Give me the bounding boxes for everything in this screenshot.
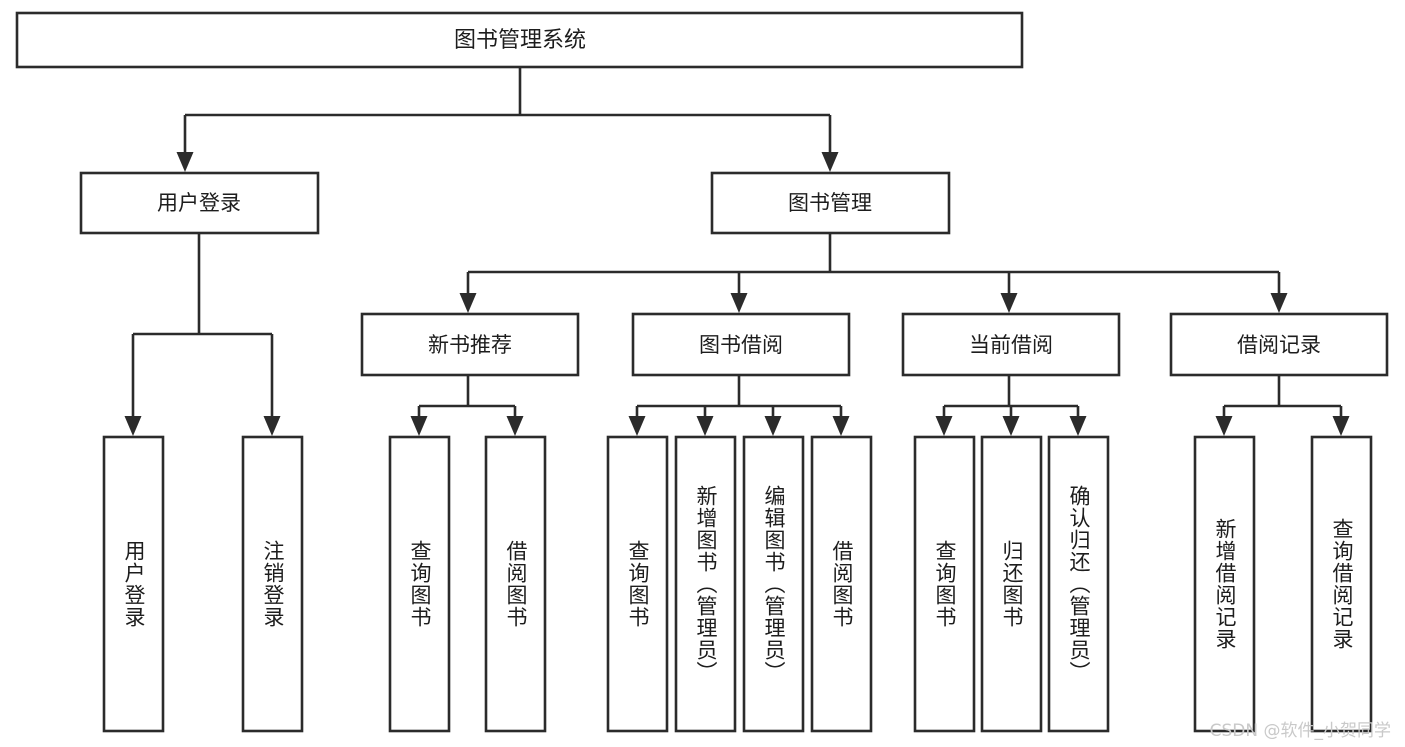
csdn-watermark: CSDN @软件_小贺同学 bbox=[1209, 721, 1391, 741]
node-leaf-nb-query-label: 查询图书 bbox=[408, 540, 432, 628]
node-borrow-label: 图书借阅 bbox=[699, 333, 783, 357]
connector-group-record bbox=[1215, 375, 1350, 436]
node-leaf-bb-borrow[interactable]: 借阅图书 bbox=[810, 435, 873, 733]
node-record-label: 借阅记录 bbox=[1237, 333, 1321, 357]
connector-group-borrow bbox=[628, 375, 850, 436]
arrow-to-bb-add bbox=[696, 416, 714, 436]
node-leaf-rc-query[interactable]: 查询借阅记录 bbox=[1310, 435, 1373, 733]
node-leaf-cb-return-box[interactable] bbox=[980, 435, 1043, 733]
node-book-manage[interactable]: 图书管理 bbox=[710, 171, 951, 235]
arrow-to-l2-logout bbox=[263, 416, 281, 436]
node-leaf-user-login[interactable]: 用户登录 bbox=[102, 435, 165, 733]
node-leaf-rc-query-box[interactable] bbox=[1310, 435, 1373, 733]
arrow-to-current bbox=[1000, 293, 1018, 313]
node-leaf-cb-confirm[interactable]: 确认归还（管理员） bbox=[1047, 435, 1110, 733]
node-root-box[interactable] bbox=[15, 11, 1024, 69]
node-record-box[interactable] bbox=[1169, 312, 1389, 377]
node-leaf-bb-edit-box[interactable] bbox=[742, 435, 805, 733]
connector-group-book-manage bbox=[459, 233, 1288, 313]
arrow-to-nb-borrow bbox=[506, 416, 524, 436]
node-leaf-cb-return[interactable]: 归还图书 bbox=[980, 435, 1043, 733]
node-book-manage-box[interactable] bbox=[710, 171, 951, 235]
arrow-to-rc-query bbox=[1332, 416, 1350, 436]
node-leaf-bb-edit[interactable]: 编辑图书（管理员） bbox=[742, 435, 805, 733]
node-leaf-nb-query[interactable]: 查询图书 bbox=[388, 435, 451, 733]
node-leaf-bb-add-box[interactable] bbox=[674, 435, 737, 733]
connector-group-user-login bbox=[124, 233, 281, 436]
node-leaf-nb-borrow-label: 借阅图书 bbox=[504, 540, 528, 628]
node-leaf-cb-query[interactable]: 查询图书 bbox=[913, 435, 976, 733]
node-leaf-bb-query[interactable]: 查询图书 bbox=[606, 435, 669, 733]
node-new-book-label: 新书推荐 bbox=[428, 333, 512, 357]
connector-group-new-book bbox=[410, 375, 524, 436]
node-root-label: 图书管理系统 bbox=[454, 28, 586, 53]
node-leaf-user-login-label: 用户登录 bbox=[122, 540, 146, 628]
node-current-label: 当前借阅 bbox=[969, 333, 1053, 357]
node-leaf-bb-borrow-box[interactable] bbox=[810, 435, 873, 733]
node-root[interactable]: 图书管理系统 bbox=[15, 11, 1024, 69]
node-leaf-bb-add[interactable]: 新增图书（管理员） bbox=[674, 435, 737, 733]
node-leaf-cb-query-label: 查询图书 bbox=[933, 540, 957, 628]
node-borrow-box[interactable] bbox=[631, 312, 851, 377]
arrow-to-cb-return bbox=[1002, 416, 1020, 436]
connector-group-root bbox=[176, 67, 839, 172]
node-leaf-logout-label: 注销登录 bbox=[261, 540, 285, 628]
arrow-to-cb-confirm bbox=[1069, 416, 1087, 436]
arrow-to-rc-add bbox=[1215, 416, 1233, 436]
node-current[interactable]: 当前借阅 bbox=[901, 312, 1121, 377]
node-leaf-nb-borrow-box[interactable] bbox=[484, 435, 547, 733]
node-leaf-bb-add-label: 新增图书（管理员） bbox=[694, 485, 718, 683]
arrow-to-l2-user-login bbox=[124, 416, 142, 436]
node-leaf-cb-return-label: 归还图书 bbox=[1000, 540, 1024, 628]
node-leaf-cb-confirm-label: 确认归还（管理员） bbox=[1067, 485, 1091, 683]
node-new-book[interactable]: 新书推荐 bbox=[360, 312, 580, 377]
node-user-login-box[interactable] bbox=[79, 171, 320, 235]
node-leaf-logout-box[interactable] bbox=[241, 435, 304, 733]
arrow-to-borrow bbox=[730, 293, 748, 313]
arrow-to-bb-edit bbox=[764, 416, 782, 436]
arrow-to-cb-query bbox=[935, 416, 953, 436]
node-leaf-cb-confirm-box[interactable] bbox=[1047, 435, 1110, 733]
node-leaf-nb-borrow[interactable]: 借阅图书 bbox=[484, 435, 547, 733]
node-leaf-bb-borrow-label: 借阅图书 bbox=[830, 540, 854, 628]
arrow-to-nb-query bbox=[410, 416, 428, 436]
node-leaf-rc-add-box[interactable] bbox=[1193, 435, 1256, 733]
node-leaf-rc-add-label: 新增借阅记录 bbox=[1213, 518, 1237, 650]
node-leaf-bb-query-label: 查询图书 bbox=[626, 540, 650, 628]
node-leaf-nb-query-box[interactable] bbox=[388, 435, 451, 733]
node-user-login[interactable]: 用户登录 bbox=[79, 171, 320, 235]
node-leaf-logout[interactable]: 注销登录 bbox=[241, 435, 304, 733]
node-borrow[interactable]: 图书借阅 bbox=[631, 312, 851, 377]
arrow-to-user-login bbox=[176, 152, 194, 172]
node-user-login-label: 用户登录 bbox=[157, 191, 241, 215]
node-leaf-user-login-box[interactable] bbox=[102, 435, 165, 733]
node-book-manage-label: 图书管理 bbox=[788, 191, 872, 215]
node-new-book-box[interactable] bbox=[360, 312, 580, 377]
arrow-to-new-book bbox=[459, 293, 477, 313]
arrow-to-record bbox=[1270, 293, 1288, 313]
node-leaf-rc-query-label: 查询借阅记录 bbox=[1330, 518, 1354, 650]
arrow-to-bb-query bbox=[628, 416, 646, 436]
arrow-to-book-manage bbox=[821, 152, 839, 172]
node-leaf-bb-query-box[interactable] bbox=[606, 435, 669, 733]
node-current-box[interactable] bbox=[901, 312, 1121, 377]
node-leaf-rc-add[interactable]: 新增借阅记录 bbox=[1193, 435, 1256, 733]
node-record[interactable]: 借阅记录 bbox=[1169, 312, 1389, 377]
connector-group-current bbox=[935, 375, 1087, 436]
arrow-to-bb-borrow bbox=[832, 416, 850, 436]
node-leaf-bb-edit-label: 编辑图书（管理员） bbox=[762, 485, 786, 683]
node-leaf-cb-query-box[interactable] bbox=[913, 435, 976, 733]
